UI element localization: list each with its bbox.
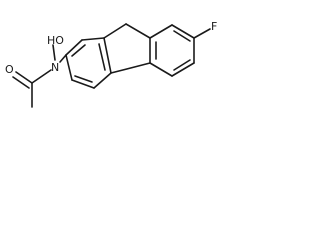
bond-right-ring-4-inner <box>173 59 191 71</box>
chemical-structure-diagram: F N HO O <box>5 20 217 108</box>
fluorine-label: F <box>211 20 217 33</box>
bond-right-ring-4 <box>171 62 195 77</box>
bond-ch2-left <box>103 23 127 39</box>
bond-c-o-2 <box>12 76 30 89</box>
bond-ch2-right <box>125 23 151 39</box>
bond-left-ring-3 <box>71 79 95 89</box>
hydroxyl-label: HO <box>47 34 64 47</box>
bond-right-ring-2 <box>171 24 195 39</box>
atom-labels: F N HO O <box>5 20 217 76</box>
bond-right-ring-1 <box>149 24 173 39</box>
bond-c-n <box>59 54 67 63</box>
bond-left-ring-3-inner <box>74 75 93 83</box>
bond-left-ring-2 <box>93 72 112 89</box>
bond-biaryl <box>110 62 151 74</box>
carbonyl-oxygen-label: O <box>5 63 14 76</box>
bond-left-ring-4 <box>65 54 73 81</box>
bond-left-ring-1-inner <box>98 43 106 71</box>
bond-n-carbonyl <box>31 69 52 84</box>
bonds <box>12 23 211 108</box>
nitrogen-label: N <box>51 61 59 74</box>
bond-right-ring-5 <box>149 62 173 77</box>
bond-left-ring-6 <box>81 37 105 41</box>
bond-c-o-1 <box>15 71 33 84</box>
bond-n-o <box>52 44 56 61</box>
bond-left-ring-5 <box>65 39 83 56</box>
bond-right-ring-2-inner <box>173 30 191 42</box>
bond-c-f <box>193 28 211 39</box>
bond-left-ring-1 <box>103 37 112 74</box>
bond-left-ring-5-inner <box>71 44 86 57</box>
